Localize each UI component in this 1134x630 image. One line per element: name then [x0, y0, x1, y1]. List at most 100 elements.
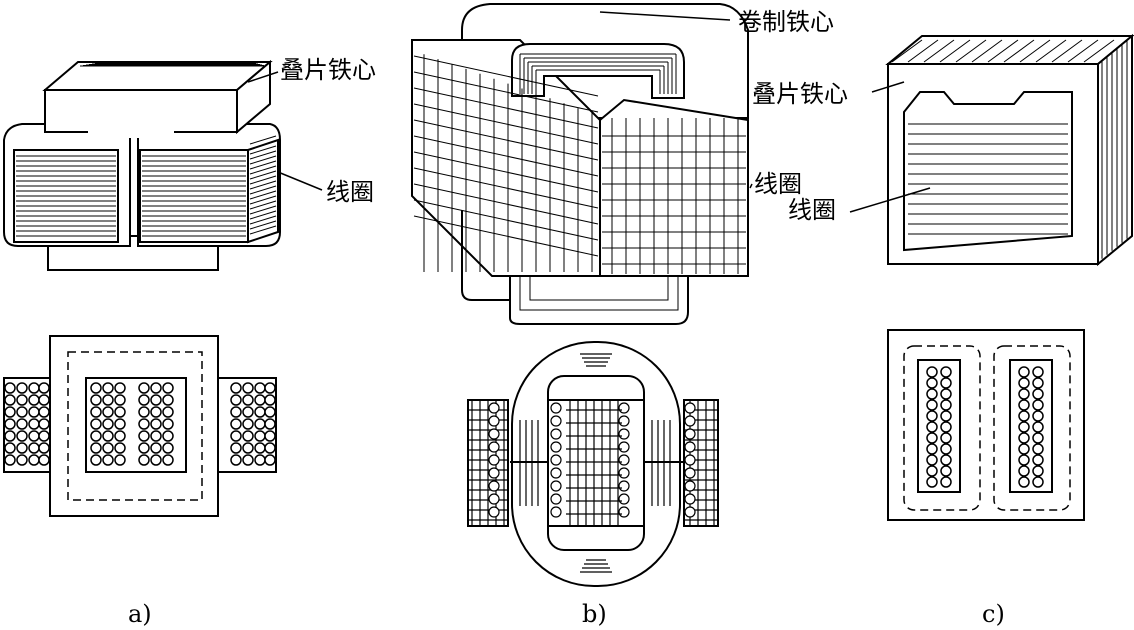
- hatch-line: [249, 170, 277, 180]
- conductor-circle: [16, 430, 28, 442]
- conductor-circle: [4, 406, 16, 418]
- conductor-circle: [926, 410, 938, 422]
- conductor-circle: [488, 454, 500, 466]
- leader-b-core: [599, 11, 731, 21]
- conductor-circle: [1018, 443, 1030, 455]
- conductor-circle: [38, 418, 50, 430]
- conductor-circle: [264, 418, 276, 430]
- conductor-circle: [242, 394, 254, 406]
- conductor-circle: [926, 377, 938, 389]
- conductor-circle: [90, 454, 102, 466]
- figure-b-section-detail: [468, 353, 718, 573]
- conductor-circle: [940, 443, 952, 455]
- conductor-circle: [242, 382, 254, 394]
- conductor-circle: [162, 430, 174, 442]
- conductor-circle: [264, 382, 276, 394]
- conductor-circle: [4, 430, 16, 442]
- conductor-circle: [940, 465, 952, 477]
- conductor-circle: [114, 406, 126, 418]
- conductor-circle: [488, 428, 500, 440]
- conductor-circle: [16, 406, 28, 418]
- hatch-line: [987, 39, 1019, 63]
- conductor-circle: [254, 454, 266, 466]
- conductor-circle: [264, 454, 276, 466]
- conductor-circle: [1018, 476, 1030, 488]
- conductor-circle: [138, 406, 150, 418]
- conductor-circle: [38, 394, 50, 406]
- conductor-circle: [264, 406, 276, 418]
- hatch-line: [249, 205, 277, 215]
- conductor-circle: [1018, 388, 1030, 400]
- conductor-circle: [618, 441, 630, 453]
- label-a-coil: 线圈: [326, 178, 374, 206]
- conductor-circle: [940, 410, 952, 422]
- conductor-circle: [162, 406, 174, 418]
- conductor-circle: [38, 430, 50, 442]
- hatch-line: [923, 39, 955, 63]
- conductor-circle: [550, 493, 562, 505]
- conductor-circle: [926, 443, 938, 455]
- conductor-circle: [1018, 399, 1030, 411]
- conductor-circle: [1018, 432, 1030, 444]
- conductor-circle: [90, 418, 102, 430]
- conductor-circle: [162, 394, 174, 406]
- hatch-line: [1067, 39, 1099, 63]
- conductor-circle: [618, 454, 630, 466]
- label-a-core: 叠片铁心: [280, 56, 376, 84]
- figure-c-winding-circles: [926, 366, 1044, 488]
- conductor-circle: [550, 402, 562, 414]
- conductor-circle: [102, 418, 114, 430]
- hatch-line: [413, 55, 599, 97]
- caption-b: b): [582, 600, 607, 628]
- conductor-circle: [684, 454, 696, 466]
- hatch-line: [413, 215, 599, 257]
- conductor-circle: [114, 418, 126, 430]
- caption-a: a): [128, 600, 152, 628]
- conductor-circle: [254, 382, 266, 394]
- conductor-circle: [488, 441, 500, 453]
- conductor-circle: [1032, 399, 1044, 411]
- conductor-circle: [4, 418, 16, 430]
- conductor-circle: [618, 493, 630, 505]
- conductor-circle: [254, 442, 266, 454]
- hatch-line: [1003, 39, 1035, 63]
- conductor-circle: [90, 382, 102, 394]
- conductor-circle: [618, 506, 630, 518]
- hatch-line: [413, 135, 599, 177]
- conductor-circle: [264, 442, 276, 454]
- conductor-circle: [1018, 421, 1030, 433]
- conductor-circle: [102, 382, 114, 394]
- conductor-circle: [926, 421, 938, 433]
- conductor-circle: [550, 415, 562, 427]
- label-c-coil: 线圈: [788, 196, 836, 224]
- conductor-circle: [684, 480, 696, 492]
- conductor-circle: [1032, 410, 1044, 422]
- conductor-circle: [1032, 366, 1044, 378]
- conductor-circle: [230, 454, 242, 466]
- conductor-circle: [38, 442, 50, 454]
- conductor-circle: [242, 430, 254, 442]
- conductor-circle: [16, 382, 28, 394]
- hatch-line: [413, 167, 599, 209]
- conductor-circle: [1032, 388, 1044, 400]
- conductor-circle: [1018, 454, 1030, 466]
- conductor-circle: [102, 454, 114, 466]
- conductor-circle: [940, 377, 952, 389]
- conductor-circle: [684, 493, 696, 505]
- conductor-circle: [162, 418, 174, 430]
- conductor-circle: [16, 418, 28, 430]
- conductor-circle: [550, 506, 562, 518]
- conductor-circle: [1032, 421, 1044, 433]
- conductor-circle: [550, 428, 562, 440]
- conductor-circle: [254, 430, 266, 442]
- conductor-circle: [150, 406, 162, 418]
- conductor-circle: [254, 418, 266, 430]
- conductor-circle: [940, 399, 952, 411]
- conductor-circle: [230, 442, 242, 454]
- conductor-circle: [254, 406, 266, 418]
- conductor-circle: [926, 432, 938, 444]
- conductor-circle: [926, 465, 938, 477]
- conductor-circle: [162, 382, 174, 394]
- conductor-circle: [684, 428, 696, 440]
- conductor-circle: [926, 366, 938, 378]
